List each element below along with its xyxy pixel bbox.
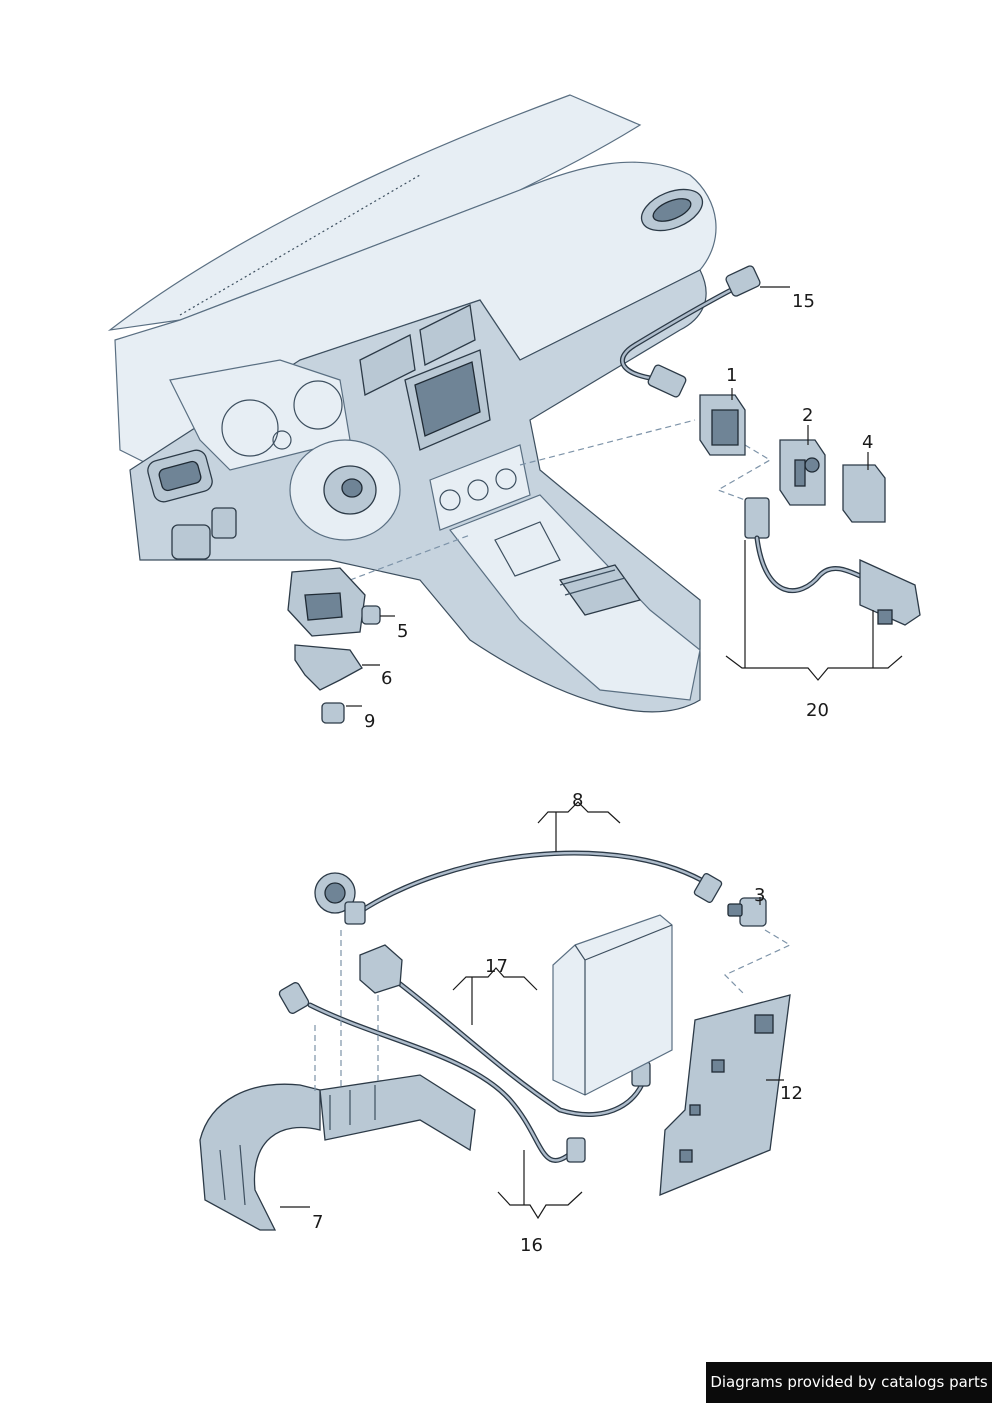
usb-socket-part-2 bbox=[779, 439, 826, 506]
antenna-cable-part-15 bbox=[620, 265, 761, 398]
clip-part-9 bbox=[321, 702, 345, 724]
holder-part-7 bbox=[199, 1074, 476, 1231]
callout-12: 12 bbox=[780, 1083, 803, 1104]
usb-socket-part-1 bbox=[699, 394, 746, 456]
control-unit-part-5 bbox=[287, 567, 381, 637]
dashboard-illustration bbox=[107, 94, 717, 713]
callout-20: 20 bbox=[806, 700, 829, 721]
bracket-part-6 bbox=[294, 644, 363, 691]
callout-16: 16 bbox=[520, 1235, 543, 1256]
cable-part-8 bbox=[314, 850, 723, 925]
cable-part-20 bbox=[744, 497, 921, 626]
location-lines-bottom bbox=[314, 929, 792, 1095]
callout-6: 6 bbox=[381, 668, 392, 689]
callout-5: 5 bbox=[397, 621, 408, 642]
leader-lines bbox=[280, 286, 903, 1220]
callout-4: 4 bbox=[862, 432, 873, 453]
callout-17: 17 bbox=[485, 956, 508, 977]
cable-part-16 bbox=[278, 982, 586, 1163]
callout-2: 2 bbox=[802, 405, 813, 426]
blank-cover-part-4 bbox=[842, 464, 886, 523]
credit-banner: Diagrams provided by catalogs parts bbox=[706, 1362, 992, 1403]
callout-7: 7 bbox=[312, 1212, 323, 1233]
circuit-board-part-12 bbox=[659, 994, 791, 1197]
callout-8: 8 bbox=[572, 790, 583, 811]
callout-1: 1 bbox=[726, 365, 737, 386]
interface-module bbox=[552, 914, 673, 1096]
callout-3: 3 bbox=[754, 885, 765, 906]
callout-labels: 15 1 2 4 5 6 9 20 8 3 17 12 7 16 bbox=[312, 291, 873, 1256]
callout-15: 15 bbox=[792, 291, 815, 312]
location-lines-top bbox=[349, 419, 772, 581]
callout-9: 9 bbox=[364, 711, 375, 732]
